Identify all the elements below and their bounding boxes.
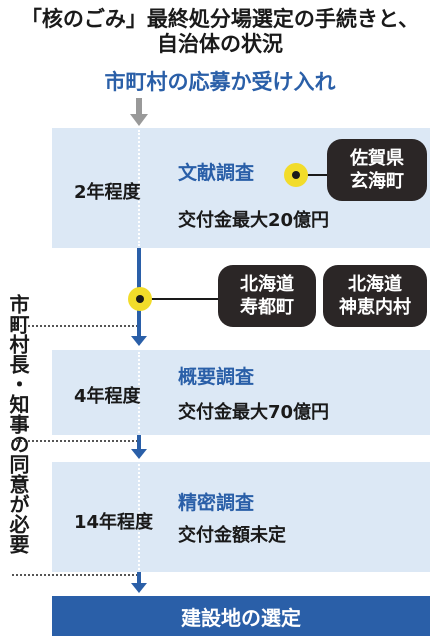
badge-line: 寿都町	[240, 297, 294, 318]
badge-line: 佐賀県	[350, 148, 404, 169]
consent-dotted-line-3	[12, 574, 138, 576]
badge-line: 北海道	[240, 274, 294, 295]
panel-dotted-spine-2	[138, 352, 140, 433]
panel-dotted-spine-3	[138, 464, 140, 570]
stage-duration: 2年程度	[74, 182, 141, 203]
flow-arrow-1	[131, 336, 147, 346]
badge-line: 玄海町	[350, 171, 404, 192]
stage-grant: 交付金最大70億円	[178, 402, 330, 423]
stage-grant: 交付金最大20億円	[178, 210, 330, 231]
flow-arrow-2	[131, 449, 147, 459]
stage-duration: 14年程度	[74, 512, 154, 533]
badge-line: 神恵内村	[339, 297, 411, 318]
title-line-1: 「核のごみ」最終処分場選定の手続きと、	[20, 7, 420, 31]
hokkaido-connector-line	[141, 298, 219, 300]
consent-dotted-line-2	[12, 440, 138, 442]
badge-saga-genkai: 佐賀県 玄海町	[327, 139, 427, 201]
flow-arrow-3	[131, 583, 147, 593]
consent-dotted-line-1	[12, 325, 138, 327]
badge-line: 北海道	[348, 274, 402, 295]
stage-name: 精密調査	[178, 492, 255, 514]
final-step-site-selection: 建設地の選定	[52, 596, 430, 636]
start-arrow-head	[130, 114, 148, 126]
badge-hokkaido-suttsu: 北海道 寿都町	[218, 265, 316, 327]
genkai-connector-line	[298, 174, 328, 176]
stage-panel-detailed	[52, 462, 430, 572]
start-arrow-shaft	[136, 98, 142, 116]
stage-name: 概要調査	[178, 366, 255, 388]
genkai-location-marker	[284, 163, 308, 187]
consent-requirement-note: 市町村長・知事の同意が必要	[6, 294, 30, 554]
start-step-label: 市町村の応募か受け入れ	[104, 70, 336, 94]
flow-spine-3	[137, 572, 141, 584]
panel-dotted-spine-1	[138, 130, 140, 246]
stage-grant: 交付金額未定	[178, 525, 286, 546]
badge-hokkaido-kamoenai: 北海道 神恵内村	[323, 265, 427, 327]
stage-name: 文献調査	[178, 162, 255, 184]
stage-duration: 4年程度	[74, 386, 141, 407]
stage-panel-outline	[52, 350, 430, 435]
hokkaido-location-marker	[128, 287, 152, 311]
title-line-2: 自治体の状況	[157, 32, 283, 56]
flow-spine-2	[137, 435, 141, 450]
